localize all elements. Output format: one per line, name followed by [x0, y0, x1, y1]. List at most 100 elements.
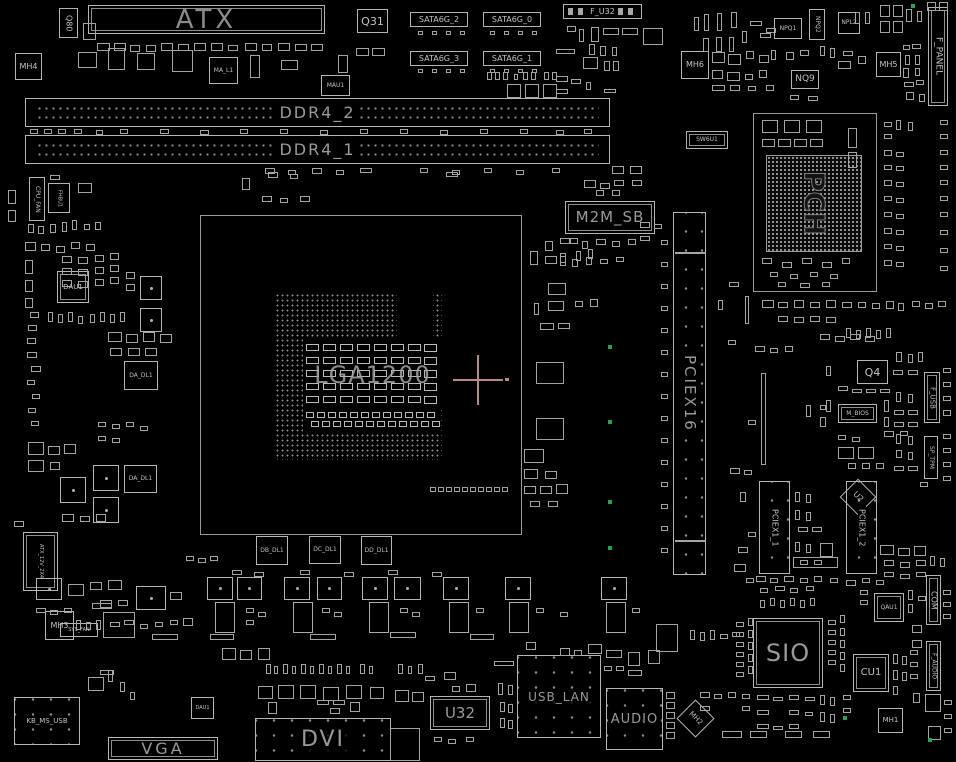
smd-component [27, 352, 37, 358]
smd-component [884, 417, 889, 427]
smd-component [770, 578, 778, 583]
smd-component [567, 26, 576, 32]
smd-component [661, 460, 668, 465]
smd-component [700, 632, 705, 641]
smd-component [478, 487, 484, 492]
smd-component [748, 86, 756, 91]
smd-component [848, 152, 857, 168]
smd-component [254, 572, 264, 577]
cpu-fan-header-label: CPU_FAN [34, 185, 41, 213]
smd-component [312, 168, 322, 174]
mh3: MH3 [45, 611, 74, 640]
f-usb-header-label: F_USB [928, 386, 937, 409]
q4-label: Q4 [864, 365, 881, 379]
smd-component [805, 712, 813, 716]
smd-component [766, 28, 776, 33]
smd-component [500, 702, 505, 712]
smd-component [778, 316, 788, 322]
smd-component [757, 710, 769, 715]
smd-component [938, 301, 946, 307]
smd-component [420, 168, 428, 173]
smd-component [778, 302, 788, 308]
m2m-sb-slot: M2M_SB [565, 201, 655, 234]
smd-component [548, 301, 564, 311]
smd-component [514, 74, 518, 80]
smd-component [826, 400, 831, 412]
socket-pad [432, 421, 440, 427]
socket-pad [340, 383, 353, 390]
smd-component [41, 244, 50, 251]
sata6g-3: SATA6G_3 [410, 51, 468, 66]
smd-component [84, 224, 90, 230]
smd-component [912, 44, 921, 49]
smd-component [126, 422, 134, 427]
smd-component [830, 697, 835, 706]
smd-component [589, 44, 595, 55]
smd-component [666, 702, 675, 709]
smd-component [910, 662, 918, 667]
ddr4-slot-1-label: DDR4_1 [276, 141, 359, 158]
smd-component [661, 526, 668, 531]
smd-component [830, 714, 835, 723]
inductor [93, 465, 119, 491]
smd-component [95, 279, 104, 286]
smd-component [800, 578, 808, 583]
smd-component [661, 262, 668, 267]
smd-component [940, 230, 948, 235]
smd-component [330, 708, 340, 714]
smd-component [736, 652, 744, 657]
socket-pad [344, 421, 352, 427]
smd-component [789, 710, 799, 715]
smd-component [800, 50, 809, 56]
socket-pad [306, 383, 319, 390]
smd-component [531, 72, 536, 80]
alignment-crosshair-dot [505, 378, 509, 381]
smd-component [740, 492, 746, 502]
smd-component [710, 630, 715, 640]
smd-component [356, 48, 369, 56]
smd-component [88, 677, 104, 691]
smd-component [898, 303, 904, 311]
smd-component [31, 421, 39, 426]
smd-component [25, 298, 33, 308]
smd-component [840, 652, 845, 660]
qau1-label: QAU1 [880, 603, 898, 611]
smd-component [880, 5, 890, 17]
smd-component [918, 596, 926, 601]
smd-component [802, 258, 812, 264]
atx-12v-connector: ATX_12V_2X4 [23, 532, 58, 591]
smd-component [661, 394, 668, 399]
socket-pad [317, 412, 325, 418]
smd-component [661, 548, 668, 553]
smd-component [712, 52, 725, 63]
smd-component [785, 346, 793, 352]
da-dl1-b-label: DA_DL1 [128, 475, 153, 482]
smd-component [280, 198, 288, 203]
alignment-crosshair-v [477, 355, 479, 405]
smd-component [656, 624, 678, 652]
smd-component [648, 650, 660, 664]
sw6u1: SW6U1 [686, 131, 728, 149]
smd-component [916, 80, 924, 85]
smd-component [98, 422, 106, 427]
smd-component [898, 548, 910, 556]
smd-component [262, 44, 272, 51]
smd-component [812, 527, 822, 532]
smd-component [319, 664, 324, 674]
smd-component [820, 46, 825, 56]
smd-component [742, 694, 750, 699]
smd-component [222, 648, 236, 660]
pcb-test-point [608, 420, 612, 424]
smd-component [771, 50, 776, 60]
smd-component [820, 417, 826, 427]
smd-component [412, 692, 424, 702]
pciex16-slot-label: PCIEX16 [681, 349, 699, 438]
smd-component [730, 85, 740, 91]
smd-component [584, 129, 592, 134]
smd-component [300, 196, 310, 202]
smd-component [545, 256, 557, 264]
socket-pad [408, 370, 421, 377]
inductor [317, 577, 342, 600]
smd-component [759, 55, 769, 63]
dvi-connector-label: DVI [297, 727, 349, 752]
